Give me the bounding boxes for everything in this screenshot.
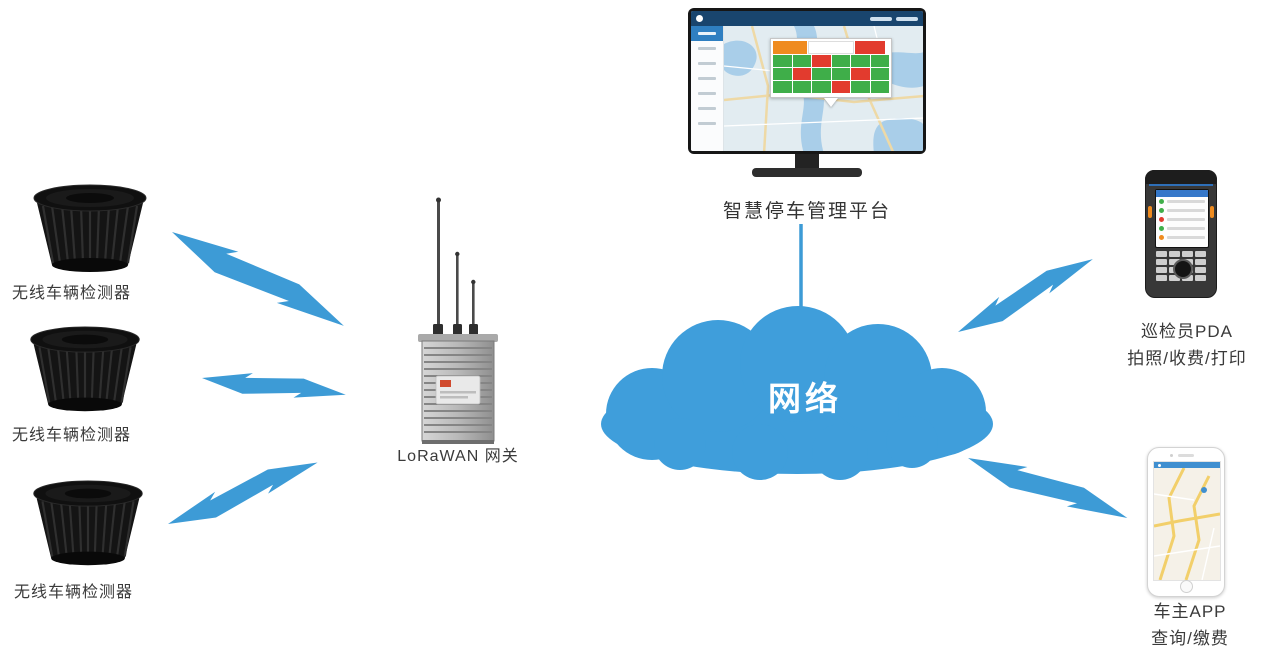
gateway-body <box>418 334 498 444</box>
wireless-vehicle-detector-3 <box>32 479 144 567</box>
pda-label-title: 巡检员PDA <box>1141 322 1233 341</box>
platform-label: 智慧停车管理平台 <box>722 201 891 222</box>
pda-side-button-right <box>1210 206 1214 218</box>
pda-screen-header <box>1156 190 1208 197</box>
pda-label: 巡检员PDA 拍照/收费/打印 <box>1092 318 1282 372</box>
wireless-link-bolt-detector1 <box>165 212 350 346</box>
detector-2-label: 无线车辆检测器 <box>12 427 132 444</box>
phone-status-bar <box>1154 462 1220 468</box>
phone-speaker <box>1178 454 1194 457</box>
wireless-link-bolt-detector2 <box>200 361 348 412</box>
platform-map <box>724 26 923 151</box>
wireless-vehicle-detector-1 <box>32 183 148 274</box>
app-label-title: 车主APP <box>1153 602 1227 621</box>
detector-3-label: 无线车辆检测器 <box>14 584 134 601</box>
phone-map <box>1154 467 1220 580</box>
monitor-stand-base <box>752 168 862 177</box>
network-cloud <box>601 306 993 480</box>
gateway-label: LoRaWAN 网关 <box>397 448 519 465</box>
monitor-stand-neck <box>795 154 819 168</box>
map-pin-icon <box>1201 487 1207 493</box>
owner-app-phone <box>1147 447 1225 597</box>
smart-parking-platform-monitor <box>688 8 926 177</box>
topbar-menu-bars <box>870 16 918 21</box>
popup-pointer <box>824 98 838 107</box>
gateway-antennas <box>433 197 478 336</box>
phone-camera-dot <box>1170 454 1173 457</box>
phone-screen <box>1153 461 1221 581</box>
pda-label-subtitle: 拍照/收费/打印 <box>1127 349 1247 369</box>
platform-sidebar <box>691 26 724 151</box>
app-label-subtitle: 查询/缴费 <box>1151 629 1229 649</box>
platform-screen <box>691 11 923 151</box>
pda-side-button-left <box>1148 206 1152 218</box>
monitor-bezel <box>688 8 926 154</box>
pda-scanner-head <box>1145 170 1217 184</box>
parking-status-popup <box>770 38 892 98</box>
platform-topbar <box>691 11 923 26</box>
detector-1-label: 无线车辆检测器 <box>12 285 132 302</box>
wireless-link-bolt-detector3 <box>161 453 324 533</box>
phone-home-button <box>1180 580 1193 593</box>
pda-nav-button <box>1173 259 1193 279</box>
inspector-pda <box>1145 170 1217 298</box>
owner-app-label: 车主APP 查询/缴费 <box>1122 598 1258 652</box>
pda-accent-line <box>1149 184 1213 186</box>
wireless-vehicle-detector-2 <box>29 325 141 413</box>
platform-logo-icon <box>696 15 703 22</box>
pda-screen <box>1155 189 1209 248</box>
lorawan-gateway <box>418 197 498 444</box>
cloud-label: 网络 <box>768 380 842 417</box>
